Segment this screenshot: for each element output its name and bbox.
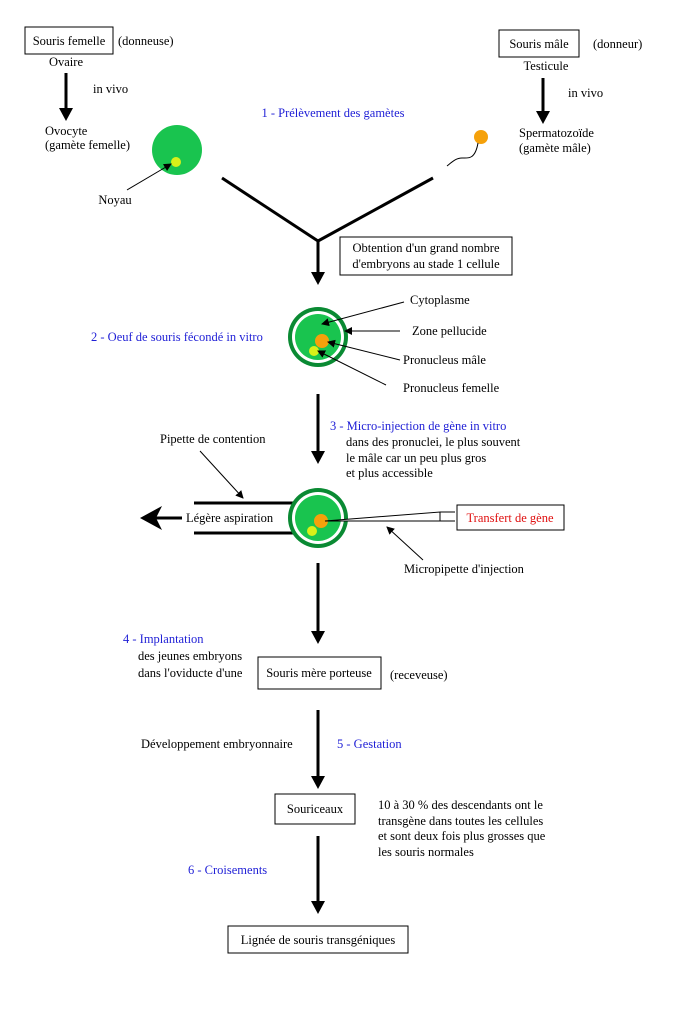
step-6-label: 6 - Croisements [188,863,267,877]
converge-right-line [317,176,434,243]
injection-detail-2: le mâle car un peu plus gros [346,451,486,465]
arrow-to-offspring-head [311,776,325,789]
aspiration-arrowhead [140,506,162,530]
zona-label: Zone pellucide [412,324,487,338]
arrow-to-injection-head [311,451,325,464]
step-4-label: 4 - Implantation [123,632,204,646]
step-2-label: 2 - Oeuf de souris fécondé in vitro [91,330,263,344]
offspring-box [274,793,356,825]
injection-detail-1: dans des pronuclei, le plus souvent [346,435,521,449]
injected-female-pronucleus [307,526,317,536]
micropipette-pointer [386,526,424,561]
male-pronucleus-pointer [327,339,401,361]
holding-pipette-label: Pipette de contention [160,432,266,446]
converge-left-line [221,176,319,243]
offspring-note-4: les souris normales [378,845,474,859]
female-pronucleus-pointer [317,350,387,386]
male-pronucleus [315,334,329,348]
oocyte-nucleus [171,157,181,167]
offspring-label: Souriceaux [287,802,344,816]
testis-label: Testicule [524,59,569,73]
surrogate-mother-label: Souris mère porteuse [266,666,372,680]
ovary-label: Ovaire [49,55,83,69]
injection-micropipette [324,511,441,522]
embryos-box [339,236,513,276]
oocyte-label: Ovocyte [45,124,88,138]
female-in-vivo: in vivo [93,82,128,96]
aspiration-label: Légère aspiration [186,511,274,525]
sperm-gamete-label: (gamète mâle) [519,141,591,155]
implantation-detail-2: dans l'oviducte d'une [138,666,243,680]
holding-pipette-pointer [199,450,244,499]
injection-detail-3: et plus accessible [346,466,433,480]
embryos-line-2: d'embryons au stade 1 cellule [352,257,500,271]
transgenic-line-label: Lignée de souris transgéniques [241,933,396,947]
cytoplasm-label: Cytoplasme [410,293,470,307]
male-mouse-label: Souris mâle [509,37,569,51]
offspring-note-1: 10 à 30 % des descendants ont le [378,798,543,812]
recipient-role: (receveuse) [390,668,448,682]
female-mouse-box [24,26,114,55]
male-pronucleus-label: Pronucleus mâle [403,353,486,367]
offspring-note-2: transgène dans toutes les cellules [378,814,543,828]
offspring-note-3: et sont deux fois plus grosses que [378,829,546,843]
surrogate-mother-box [257,656,382,690]
male-donor-role: (donneur) [593,37,642,51]
micropipette-label: Micropipette d'injection [404,562,525,576]
female-pronucleus [309,346,319,356]
arrow-to-final-line-head [311,901,325,914]
female-pronucleus-label: Pronucleus femelle [403,381,500,395]
sperm-label: Spermatozoïde [519,126,594,140]
cytoplasm-pointer [321,301,405,327]
testis-arrowhead [536,111,550,124]
embryos-line-1: Obtention d'un grand nombre [352,241,499,255]
nucleus-label: Noyau [98,193,132,207]
sperm-tail [446,142,479,167]
step-1-label: 1 - Prélèvement des gamètes [261,106,404,120]
ovary-arrowhead [59,108,73,121]
gene-transfer-label: Transfert de gène [466,511,553,525]
male-in-vivo: in vivo [568,86,603,100]
injected-male-pronucleus [314,514,328,528]
male-mouse-box [498,29,580,58]
arrow-to-implantation-head [311,631,325,644]
oocyte-cell [152,125,202,175]
development-label: Développement embryonnaire [141,737,293,751]
female-donor-role: (donneuse) [118,34,174,48]
nucleus-pointer [126,163,172,191]
step-5-label: 5 - Gestation [337,737,402,751]
gene-transfer-box [456,504,565,531]
female-mouse-label: Souris femelle [33,34,106,48]
converge-arrowhead [311,272,325,285]
oocyte-gamete-label: (gamète femelle) [45,138,130,152]
step-3-label: 3 - Micro-injection de gène in vitro [330,419,506,433]
sperm-head [474,130,488,144]
implantation-detail-1: des jeunes embryons [138,649,242,663]
transgenic-line-box [227,925,409,954]
